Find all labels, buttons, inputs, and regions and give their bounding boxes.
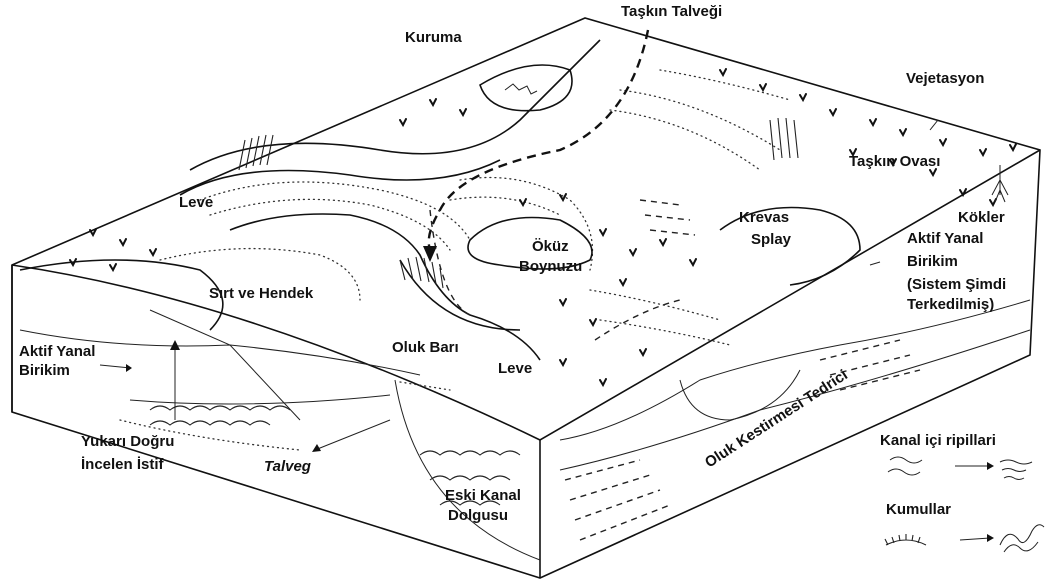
label-eski-kanal-line1: Eski Kanal: [445, 487, 521, 504]
label-taskin-ovasi: Taşkın Ovası: [849, 153, 940, 170]
label-aktif-yanal-right-2: Birikim: [907, 253, 958, 270]
label-leve-top: Leve: [179, 194, 213, 211]
legend-label-kanal-ici: Kanal içi ripillari: [880, 432, 996, 449]
legend-dune-result: [1000, 525, 1044, 552]
label-aktif-yanal-left-1: Aktif Yanal: [19, 343, 95, 360]
label-vejetasyon: Vejetasyon: [906, 70, 984, 87]
legend-arrow-2: [960, 538, 990, 540]
block-outline: [12, 18, 1040, 578]
legend-label-kumullar: Kumullar: [886, 501, 951, 518]
label-yukari-line1: Yukarı Doğru: [81, 433, 174, 450]
label-aktif-yanal-right-1: Aktif Yanal: [907, 230, 983, 247]
label-sirt-ve-hendek: Sırt ve Hendek: [209, 285, 314, 302]
legend: Kanal içi ripillari Kumullar: [880, 432, 1044, 552]
label-okuz-boynuzu-line2: Boynuzu: [519, 258, 582, 275]
label-talveg: Talveg: [264, 458, 311, 475]
label-eski-kanal-line2: Dolgusu: [448, 507, 508, 524]
cross-section: [20, 300, 1030, 560]
label-yukari-line2: İncelen İstif: [81, 456, 165, 473]
legend-ripple-result: [1000, 460, 1032, 480]
label-oluk-kestirmesi: Oluk Kestirmesi Tedrici: [702, 366, 851, 471]
legend-ripple-symbol: [888, 457, 922, 475]
surface-features: [20, 40, 860, 360]
label-leve-mid: Leve: [498, 360, 532, 377]
label-taskin-talvegi: Taşkın Talveği: [621, 3, 722, 20]
label-kuruma: Kuruma: [405, 29, 462, 46]
label-aktif-yanal-right-3: (Sistem Şimdi: [907, 276, 1006, 293]
label-oluk-bari: Oluk Barı: [392, 339, 459, 356]
legend-dune-symbol: [885, 534, 926, 545]
label-aktif-yanal-left-2: Birikim: [19, 362, 70, 379]
label-okuz-boynuzu-line1: Öküz: [532, 238, 569, 255]
label-kokler: Kökler: [958, 209, 1005, 226]
label-krevas-line1: Krevas: [739, 209, 789, 226]
label-krevas-line2: Splay: [751, 231, 792, 248]
label-aktif-yanal-right-4: Terkedilmiş): [907, 296, 994, 313]
